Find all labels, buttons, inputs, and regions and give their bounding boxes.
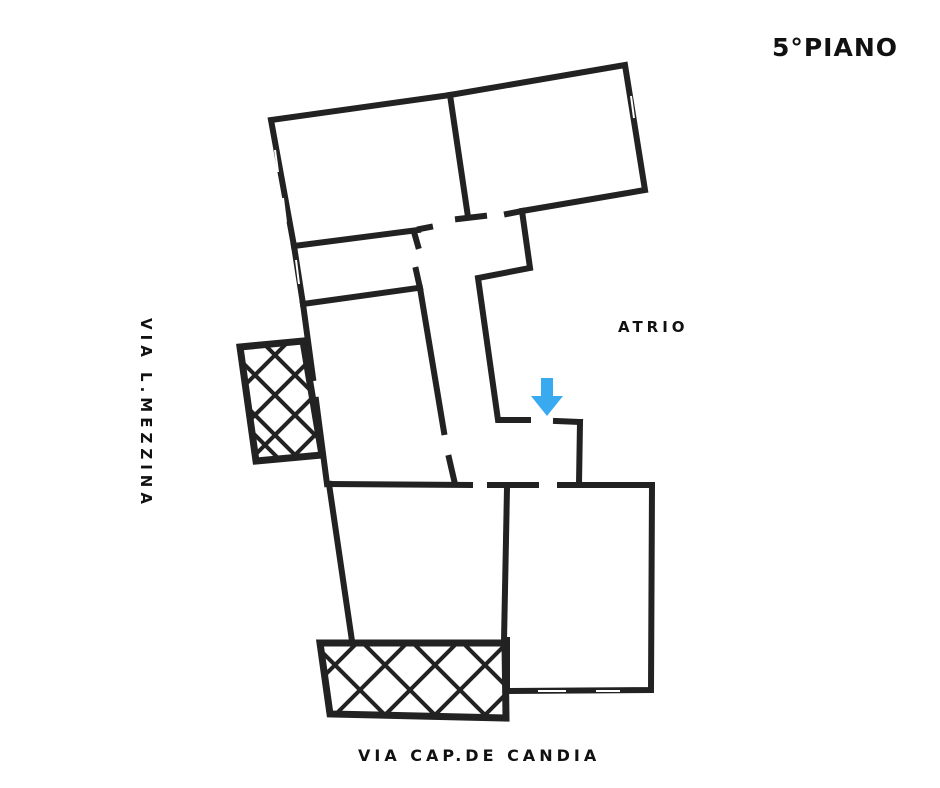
- down-arrow-icon: [531, 378, 563, 416]
- floor-label: 5°PIANO: [771, 33, 898, 62]
- windows: [274, 95, 635, 692]
- atrio-label: ATRIO: [618, 318, 689, 336]
- street-label-bottom: VIA CAP.DE CANDIA: [358, 746, 601, 765]
- balcony-left: [236, 337, 327, 465]
- street-label-left: VIA L.MEZZINA: [137, 318, 155, 509]
- balcony-bottom: [315, 639, 510, 722]
- walls: [267, 61, 656, 695]
- wall-top-right-room: [446, 61, 649, 215]
- wall-top-divider: [446, 91, 472, 221]
- wall-top-left-room: [267, 91, 454, 250]
